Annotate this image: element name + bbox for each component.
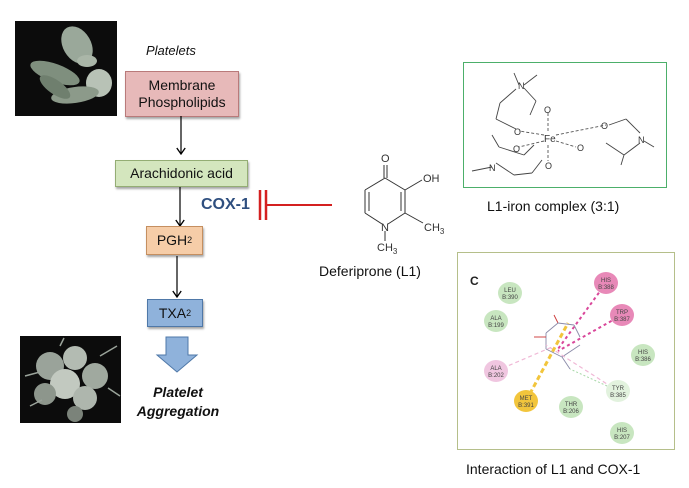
atom-o: O	[381, 153, 390, 165]
residue-id: B:388	[598, 285, 614, 291]
residue-id: B:385	[610, 393, 626, 399]
residue-name: MET	[520, 396, 533, 402]
residue-id: B:390	[502, 295, 518, 301]
atom-ch3-b-sub: 3	[393, 247, 398, 255]
iron-complex-caption: L1-iron complex (3:1)	[487, 198, 620, 214]
residue-bubble	[559, 396, 583, 418]
oxygen-4: O	[545, 161, 552, 171]
residue-name: ALA	[490, 316, 501, 322]
residue-bubble	[606, 380, 630, 402]
residue-id: B:202	[488, 373, 504, 379]
arachidonic-acid-box: Arachidonic acid	[115, 160, 248, 187]
aggregated-platelets-photo	[20, 336, 121, 423]
oxygen-5: O	[601, 121, 608, 131]
residue-name: THR	[565, 402, 578, 408]
platelet-aggregation-label: Platelet Aggregation	[133, 383, 223, 421]
residue-id: B:391	[518, 403, 534, 409]
nitrogen-right: N	[638, 135, 645, 145]
aggregation-line2: Aggregation	[136, 403, 220, 419]
svg-text:CH3: CH3	[424, 222, 445, 236]
atom-ch3-a: CH	[424, 222, 440, 234]
residue-name: LEU	[504, 288, 516, 294]
panel-letter: C	[470, 274, 479, 288]
interaction-caption: Interaction of L1 and COX-1	[466, 461, 641, 477]
residue-bubble	[484, 310, 508, 332]
txa2-sub: 2	[186, 307, 192, 318]
iron-complex-panel: Fe N N N O O O O O O	[463, 62, 667, 188]
cox1-label: COX-1	[201, 196, 250, 213]
interaction-bond	[524, 322, 570, 402]
resting-platelets-photo	[15, 21, 117, 116]
residue-name: ALA	[490, 366, 501, 372]
atom-oh: OH	[423, 173, 440, 185]
aggregation-arrow	[155, 336, 199, 373]
membrane-phospholipids-box: Membrane Phospholipids	[125, 71, 239, 117]
ligand-structure	[534, 314, 581, 370]
iron-complex-structure: Fe N N N O O O O O O	[471, 72, 655, 176]
aggregation-line1: Platelet	[153, 384, 203, 400]
residue-name: HIS	[617, 428, 627, 434]
aggregated-platelets-illustration	[24, 337, 121, 422]
residue-bubble	[498, 282, 522, 304]
membrane-label-line1: Membrane	[148, 77, 216, 93]
atom-ch3-b: CH	[377, 242, 393, 254]
residue-id: B:206	[563, 409, 579, 415]
residue-name: HIS	[601, 278, 611, 284]
platelets-label: Platelets	[146, 43, 196, 58]
resting-platelets-illustration	[30, 26, 112, 104]
residue-name: TRP	[616, 310, 628, 316]
residue-bubble	[514, 390, 538, 412]
residue-bubble	[610, 422, 634, 444]
interaction-diagram: C LEUB:390ALAB:199HISB:388TRPB:387HISB:3…	[470, 272, 655, 444]
iron-atom-label: Fe	[544, 134, 556, 145]
residue-id: B:386	[635, 357, 651, 363]
txa2-base: TXA	[158, 304, 187, 321]
interaction-bond	[557, 314, 623, 352]
residue-id: B:387	[614, 317, 630, 323]
residue-id: B:199	[488, 323, 504, 329]
residue-name: TYR	[612, 386, 625, 392]
oxygen-2: O	[514, 127, 521, 137]
oxygen-1: O	[544, 105, 551, 115]
interaction-bond	[557, 282, 607, 350]
nitrogen-top: N	[518, 81, 525, 91]
membrane-label-line2: Phospholipids	[138, 94, 226, 110]
atom-n: N	[381, 222, 389, 234]
nitrogen-left: N	[489, 163, 496, 173]
pgh2-sub: 2	[187, 235, 193, 245]
atom-ch3-a-sub: 3	[440, 227, 445, 236]
pgh2-base: PGH	[156, 232, 188, 248]
interaction-bond	[545, 344, 619, 392]
residue-bubble	[594, 272, 618, 294]
residue-id: B:207	[614, 435, 630, 441]
oxygen-3: O	[513, 144, 520, 154]
svg-text:CH3: CH3	[377, 242, 398, 255]
residue-bubble	[610, 304, 634, 326]
deferiprone-structure: O OH N CH3 CH3	[364, 153, 445, 255]
oxygen-6: O	[577, 143, 584, 153]
deferiprone-caption: Deferiprone (L1)	[319, 263, 421, 279]
residue-bubble	[484, 360, 508, 382]
residue-name: HIS	[638, 350, 648, 356]
residue-bubble	[631, 344, 655, 366]
